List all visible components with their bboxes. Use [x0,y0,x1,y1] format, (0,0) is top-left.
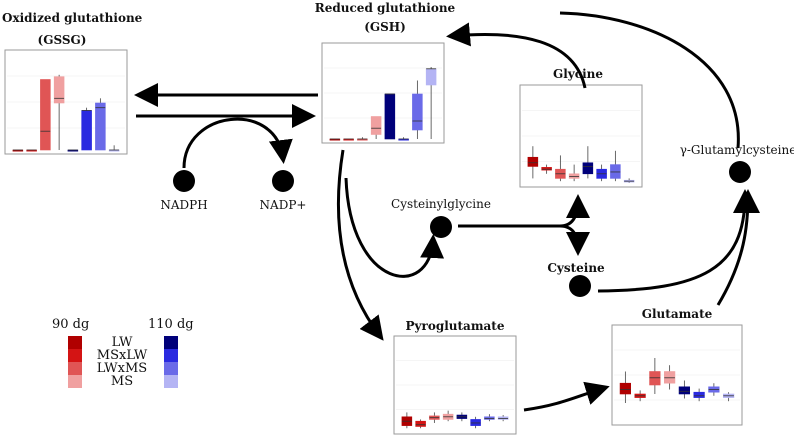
arrow-to-cysteine [559,224,590,256]
box-7 [484,416,495,420]
nadp-label: NADP+ [260,198,307,212]
legend-swatch-110-2 [164,349,178,362]
arrow-to-glycine [559,194,590,228]
glutamylcysteine-label: γ-Glutamylcysteine [680,143,794,157]
box-4 [370,116,382,135]
gsh-title-line1: Reduced glutathione [315,1,456,15]
gssg-title-line2: (GSSG) [38,33,87,47]
box-4 [568,173,580,179]
legend-swatch-110-3 [164,362,178,375]
cysteine-title: Cysteine [547,261,605,275]
glycine-boxplot-panel [519,84,643,188]
box-7 [610,164,621,179]
arrow-gsh-to-cysteinylglycine [344,177,445,278]
pyroglutamate-boxplot-panel [393,335,517,435]
box-7 [412,93,423,131]
arrow-pyroglutamate-to-glutamate [523,381,610,412]
cysteinylglycine-node [430,216,452,238]
cysteine-node [569,275,591,297]
box-8 [425,68,437,86]
legend-swatch-90-4 [68,375,82,388]
glutamate-boxplot-panel [611,324,743,426]
legend-temp-90: 90 dg [52,317,89,332]
arrow-cysteine-to-glutamylcysteine [597,189,757,293]
arrow-glutamate-to-glutamylcysteine [716,189,760,306]
legend-swatch-90-1 [68,336,82,349]
box-5 [384,93,396,140]
box-1 [619,382,631,395]
legend-temp-110: 110 dg [148,317,194,332]
legend-group-ms: MS [111,374,133,389]
gsh-title-line2: (GSH) [364,20,406,34]
box-3 [649,371,661,386]
legend-swatch-110-1 [164,336,178,349]
box-1 [527,156,539,167]
nadph-label: NADPH [160,198,207,212]
box-6 [693,391,705,398]
box-7 [95,102,106,151]
box-2 [415,420,426,427]
glutamylcysteine-node [729,161,751,183]
legend-swatch-90-2 [68,349,82,362]
cysteinylglycine-label: Cysteinylglycine [391,197,491,211]
box-5 [582,162,594,175]
box-4 [53,76,65,104]
nadph-node [173,170,195,192]
glycine-title: Glycine [553,67,603,81]
box-8 [497,416,509,420]
glutamate-title: Glutamate [642,307,713,321]
box-4 [664,371,676,384]
arrow-nadph-to-nadp [182,117,293,169]
arrow-glutamylcysteine-to-gsh [559,11,740,149]
legend-group-msxlw: MSxLW [97,348,148,363]
box-6 [470,419,481,426]
box-2 [541,167,552,171]
box-3 [40,79,51,151]
box-5 [678,386,690,395]
legend-swatch-90-3 [68,362,82,375]
arrow-gsh-to-pyroglutamate [336,149,384,341]
arrow-glycine-to-gsh [446,22,587,89]
gsh-boxplot-panel [321,42,445,144]
legend-group-lw: LW [112,335,134,350]
box-6 [81,110,92,151]
gssg-boxplot-panel [4,49,128,155]
legend: 90 dg 110 dg LW MSxLW LWxMS MS [52,317,194,389]
legend-swatch-110-4 [164,375,178,388]
pyroglutamate-title: Pyroglutamate [406,319,505,333]
gssg-title-line1: Oxidized glutathione [2,11,143,25]
nadp-node [272,170,294,192]
legend-group-lwxms: LWxMS [97,361,147,376]
